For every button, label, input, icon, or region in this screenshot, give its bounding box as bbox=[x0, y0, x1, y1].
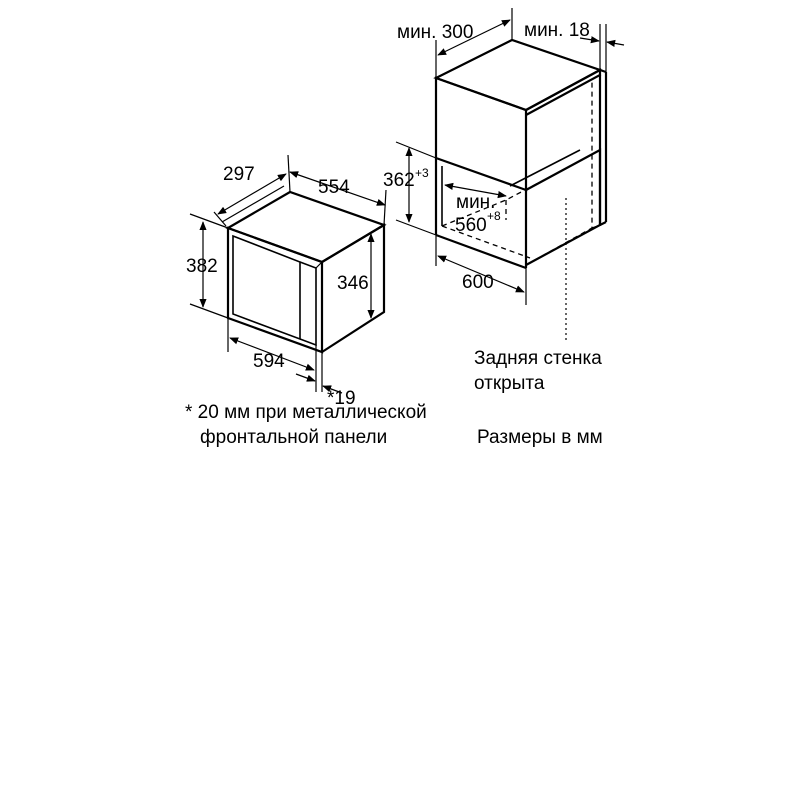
label-niche-min-depth: мин. 300 bbox=[397, 22, 473, 43]
label-rear-wall-line1: Задняя стенка bbox=[474, 348, 602, 369]
label-niche-min-width-prefix: мин. bbox=[456, 192, 495, 213]
footnote-line1: * 20 мм при металлической bbox=[185, 402, 427, 423]
appliance-top-face bbox=[225, 190, 387, 264]
dim-line-min-300 bbox=[437, 19, 511, 56]
label-appliance-depth: 297 bbox=[223, 164, 255, 185]
label-niche-width: 600 bbox=[462, 272, 494, 293]
label-appliance-front-offset: *19 bbox=[327, 388, 356, 409]
niche-hidden-edges bbox=[441, 80, 599, 266]
appliance-side-face bbox=[321, 223, 386, 353]
label-niche-height-tolerance: +3 bbox=[415, 166, 429, 180]
label-niche-height: 362 bbox=[383, 170, 415, 191]
footnote-line2: фронтальной панели bbox=[200, 427, 387, 448]
appliance-control-panel bbox=[299, 261, 317, 347]
dim-line-min-560 bbox=[444, 182, 507, 199]
label-appliance-height: 382 bbox=[186, 256, 218, 277]
appliance-front-face bbox=[226, 226, 324, 354]
appliance-dimensions bbox=[189, 154, 387, 394]
niche-side-wall bbox=[525, 148, 602, 266]
label-appliance-front-width: 594 bbox=[253, 351, 285, 372]
upper-cabinet-side bbox=[525, 68, 602, 116]
niche-floor-panel bbox=[509, 149, 581, 187]
label-appliance-inner-height: 346 bbox=[337, 273, 369, 294]
niche-drawing bbox=[433, 38, 608, 342]
label-niche-min-clearance: мин. 18 bbox=[524, 20, 590, 41]
dim-line-600 bbox=[437, 255, 525, 293]
units-note: Размеры в мм bbox=[477, 427, 603, 448]
upper-cabinet-front bbox=[434, 76, 528, 192]
niche-dimensions bbox=[395, 8, 625, 305]
label-niche-min-width-tolerance: +8 bbox=[487, 209, 501, 223]
label-appliance-width: 554 bbox=[318, 177, 350, 198]
dim-line-297 bbox=[217, 173, 287, 215]
label-rear-wall-line2: открыта bbox=[474, 373, 545, 394]
appliance-edge bbox=[315, 261, 323, 269]
label-niche-min-width: 560 bbox=[455, 215, 487, 236]
dim-line-594 bbox=[229, 337, 315, 371]
dim-line-554 bbox=[289, 171, 386, 206]
appliance-drawing bbox=[225, 190, 387, 354]
upper-cabinet-top bbox=[433, 38, 603, 112]
